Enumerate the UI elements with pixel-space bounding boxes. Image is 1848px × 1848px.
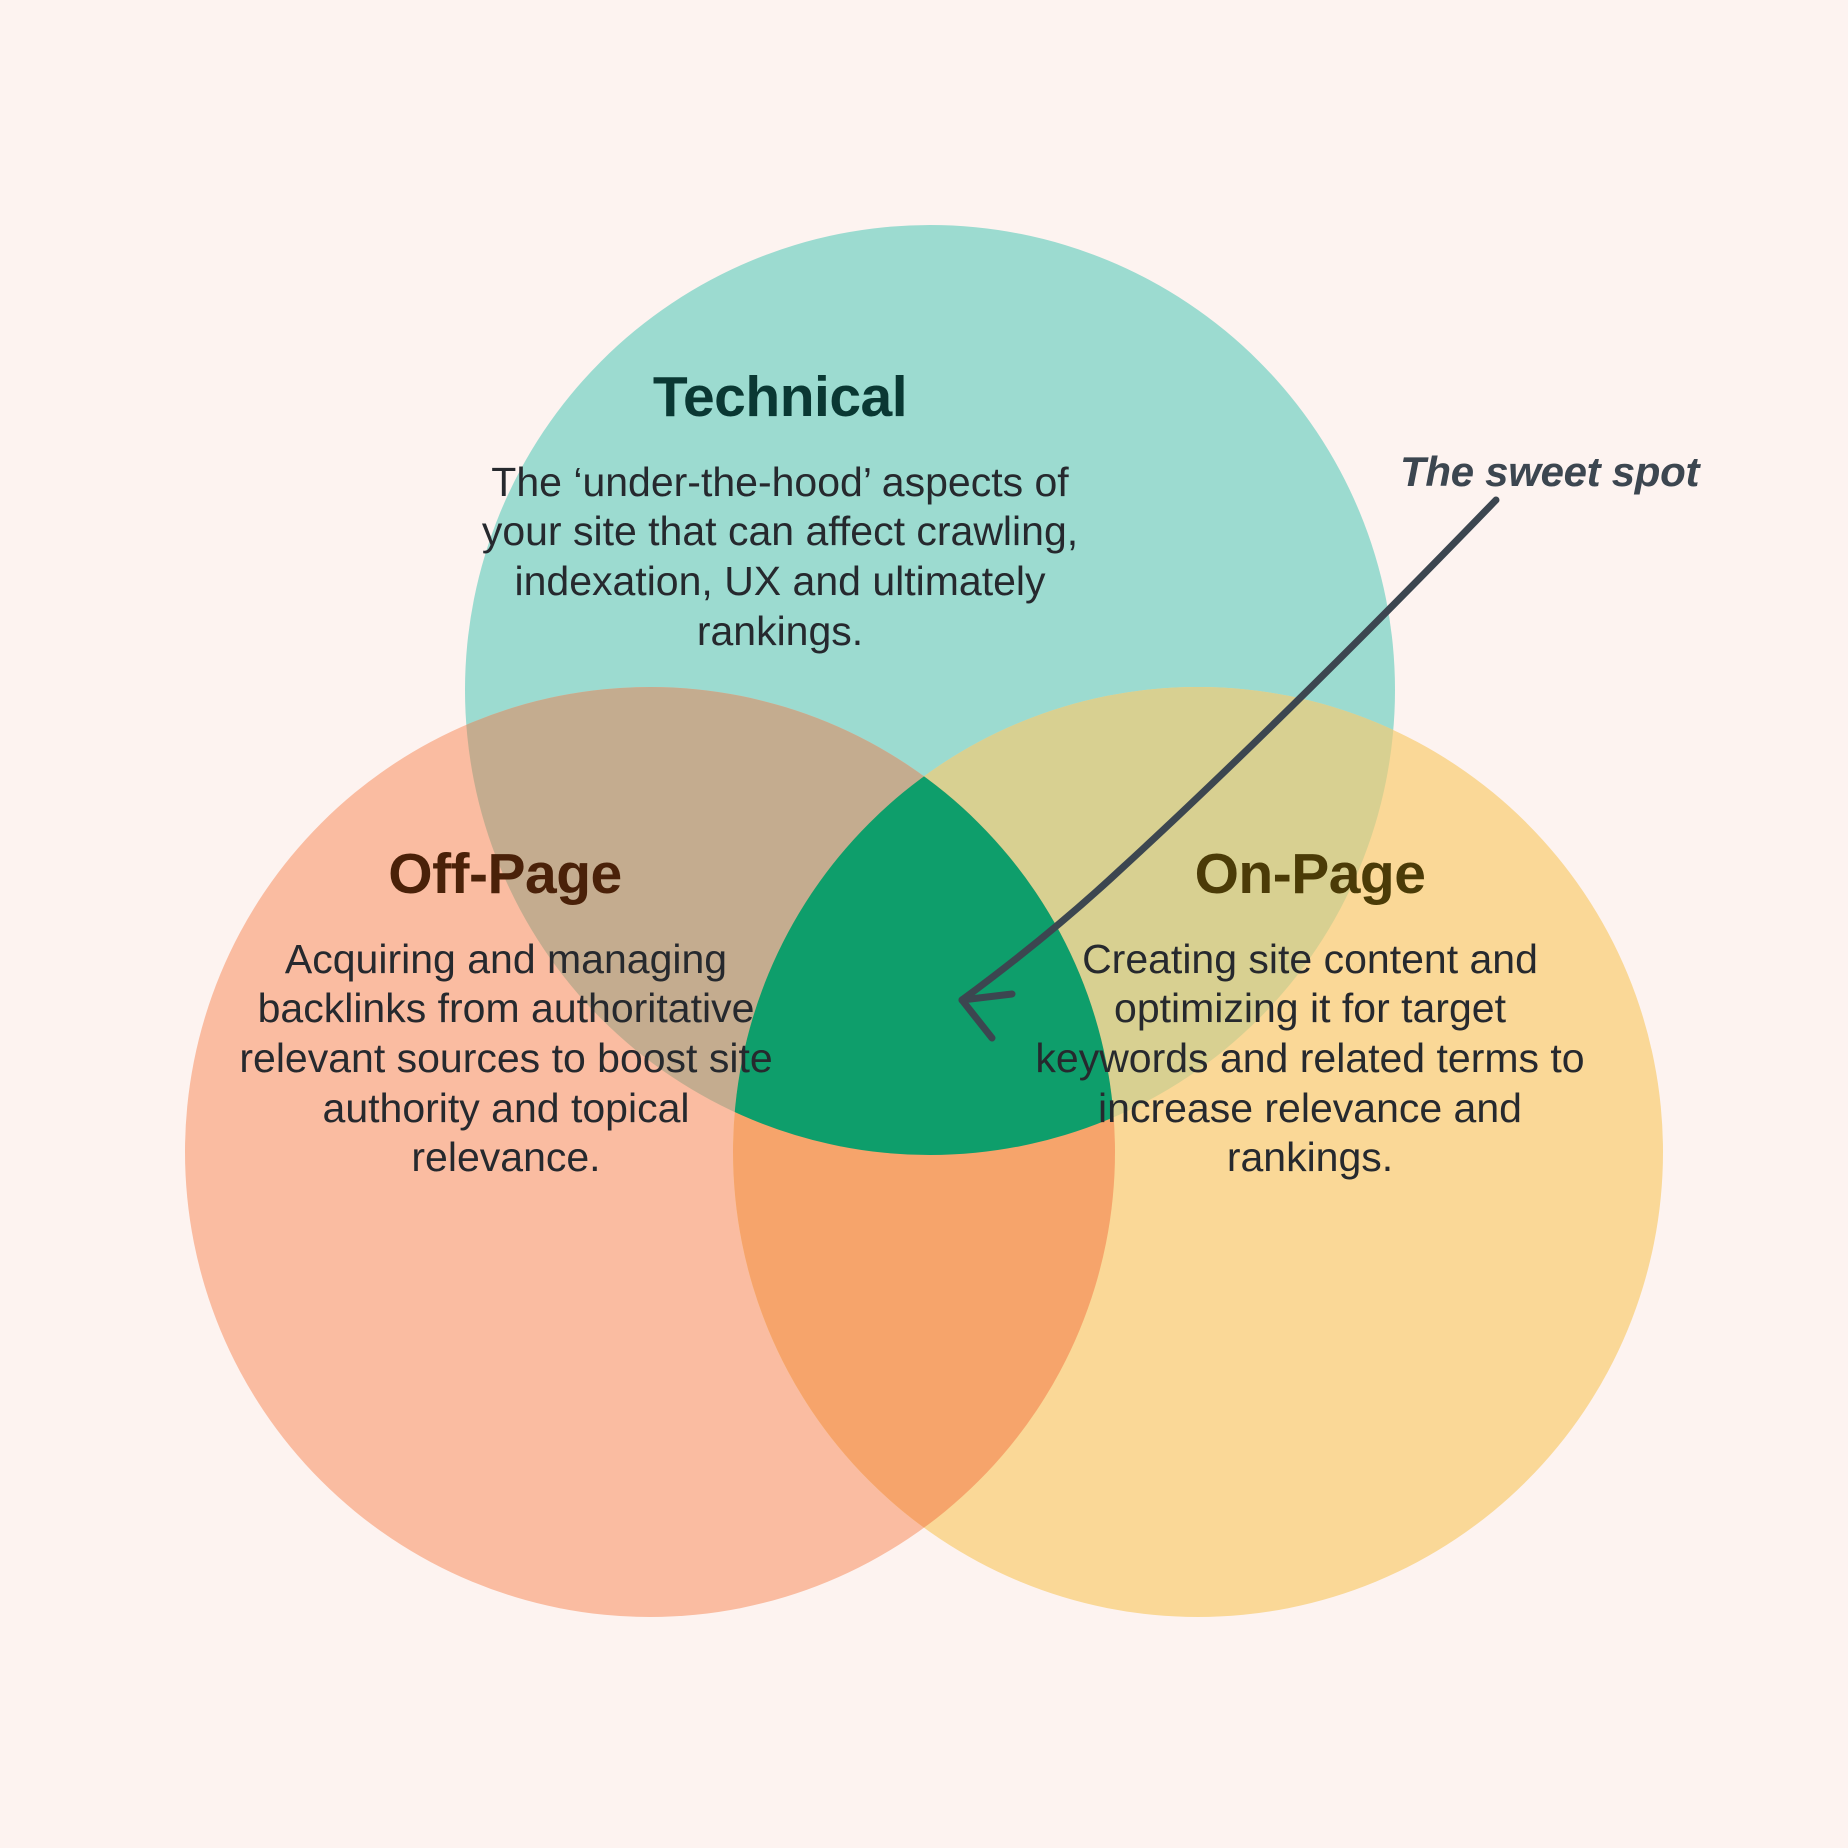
sweet-spot-annotation-label: The sweet spot <box>1400 448 1700 495</box>
triple-intersection-sweet-spot[interactable] <box>733 687 1663 1617</box>
lobe-off-page[interactable]: Off-Page Acquiring and managing backlink… <box>205 842 805 1183</box>
sweet-spot-arrow <box>958 496 1500 1042</box>
off-page-description: Acquiring and managing backlinks from au… <box>239 935 773 1181</box>
lobe-on-page[interactable]: On-Page Creating site content and optimi… <box>1025 842 1595 1183</box>
on-page-description: Creating site content and optimizing it … <box>1035 935 1585 1181</box>
off-page-title: Off-Page <box>388 842 622 906</box>
technical-title: Technical <box>652 365 908 429</box>
technical-description: The ‘under-the-hood’ aspects of your sit… <box>481 458 1079 654</box>
lobe-technical[interactable]: Technical The ‘under-the-hood’ aspects o… <box>460 365 1100 656</box>
on-page-title: On-Page <box>1194 842 1426 906</box>
